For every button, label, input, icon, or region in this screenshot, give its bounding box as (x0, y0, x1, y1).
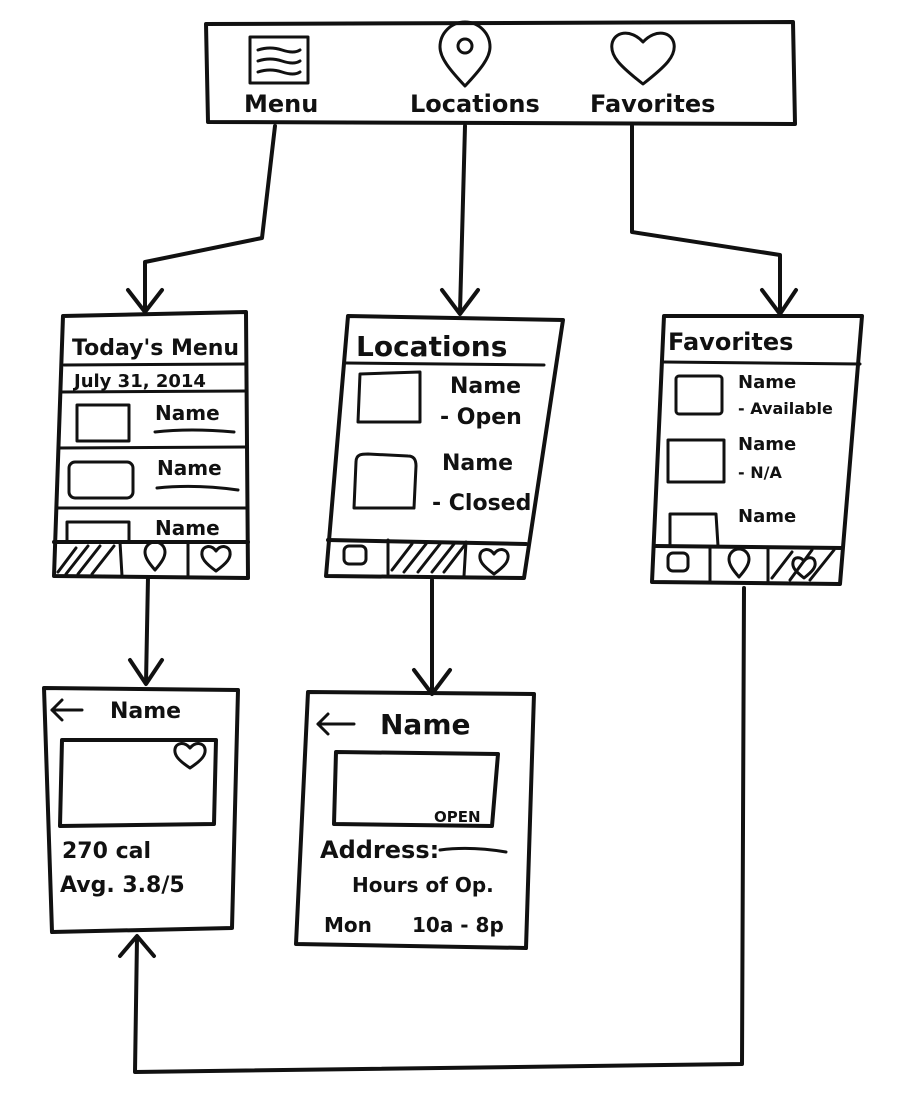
menu-date: July 31, 2014 (72, 371, 206, 392)
nav-menu-label[interactable]: Menu (244, 90, 318, 118)
list-item[interactable]: Name - N/A (666, 434, 796, 484)
menu-screen-title: Today's Menu (72, 336, 239, 361)
menu-icon[interactable] (666, 551, 690, 573)
menu-item-name: Name (157, 456, 222, 480)
favorite-status: - N/A (738, 463, 782, 482)
back-arrow-icon[interactable] (316, 712, 356, 736)
item-detail-title: Name (110, 699, 181, 724)
menu-item-name: Name (155, 401, 220, 425)
tab-favorites-active[interactable] (770, 548, 836, 582)
list-item[interactable]: Name (668, 506, 796, 548)
location-pin-icon[interactable] (438, 20, 492, 88)
item-calories: 270 cal (62, 839, 151, 864)
list-item[interactable]: Name (65, 516, 220, 542)
menu-icon[interactable] (248, 35, 310, 85)
hours-label: Hours of Op. (352, 873, 494, 897)
tab-locations-active[interactable] (390, 542, 466, 574)
hours-day: Mon (324, 913, 372, 937)
nav-locations-label[interactable]: Locations (410, 90, 540, 118)
menu-screen: Today's Menu July 31, 2014 Name Name Nam… (52, 310, 250, 580)
address-value-scribble (438, 846, 508, 854)
item-rating: Avg. 3.8/5 (60, 873, 185, 898)
location-detail-title: Name (380, 708, 471, 741)
location-status: - Closed (432, 491, 531, 516)
heart-icon[interactable] (791, 556, 817, 580)
nav-favorites-label[interactable]: Favorites (590, 90, 715, 118)
favorites-screen-title: Favorites (668, 328, 793, 356)
menu-icon[interactable] (342, 544, 368, 566)
heart-icon[interactable] (173, 742, 207, 770)
tab-bar (326, 538, 528, 578)
location-status: - Open (440, 405, 522, 430)
favorite-name: Name (738, 506, 796, 527)
location-name: Name (442, 451, 513, 476)
favorite-name: Name (738, 372, 796, 393)
menu-item-name: Name (155, 516, 220, 540)
locations-screen-title: Locations (356, 330, 507, 363)
location-open-badge: OPEN (434, 808, 481, 826)
top-nav-bar: Menu Locations Favorites (204, 20, 797, 126)
item-detail-screen: Name 270 cal Avg. 3.8/5 (42, 686, 240, 934)
tab-menu-active[interactable] (56, 544, 116, 576)
heart-icon[interactable] (478, 548, 510, 576)
list-item[interactable]: Name (67, 456, 240, 500)
location-pin-icon[interactable] (143, 540, 167, 572)
tab-bar (52, 540, 250, 579)
favorite-name: Name (738, 434, 796, 455)
location-pin-icon[interactable] (727, 547, 751, 579)
heart-icon[interactable] (200, 545, 232, 573)
item-image (58, 738, 218, 828)
tab-bar (654, 544, 844, 584)
locations-screen: Locations Name - Open Name - Closed (324, 314, 565, 580)
list-item[interactable]: Name - Open (356, 370, 522, 430)
hours-range: 10a - 8p (412, 913, 504, 937)
flow-arrows (118, 124, 798, 1074)
back-arrow-icon[interactable] (50, 698, 84, 722)
location-image (332, 750, 500, 828)
location-detail-screen: Name OPEN Address: Hours of Op. Mon 10a … (294, 690, 536, 950)
favorite-status: - Available (738, 399, 833, 418)
list-item[interactable]: Name - Closed (352, 451, 531, 516)
list-item[interactable]: Name (75, 401, 236, 443)
heart-icon[interactable] (610, 31, 676, 86)
list-item[interactable]: Name - Available (674, 372, 833, 418)
location-name: Name (450, 374, 521, 399)
favorites-screen: Favorites Name - Available Name - N/A Na… (650, 314, 864, 586)
address-label: Address: (320, 836, 439, 864)
